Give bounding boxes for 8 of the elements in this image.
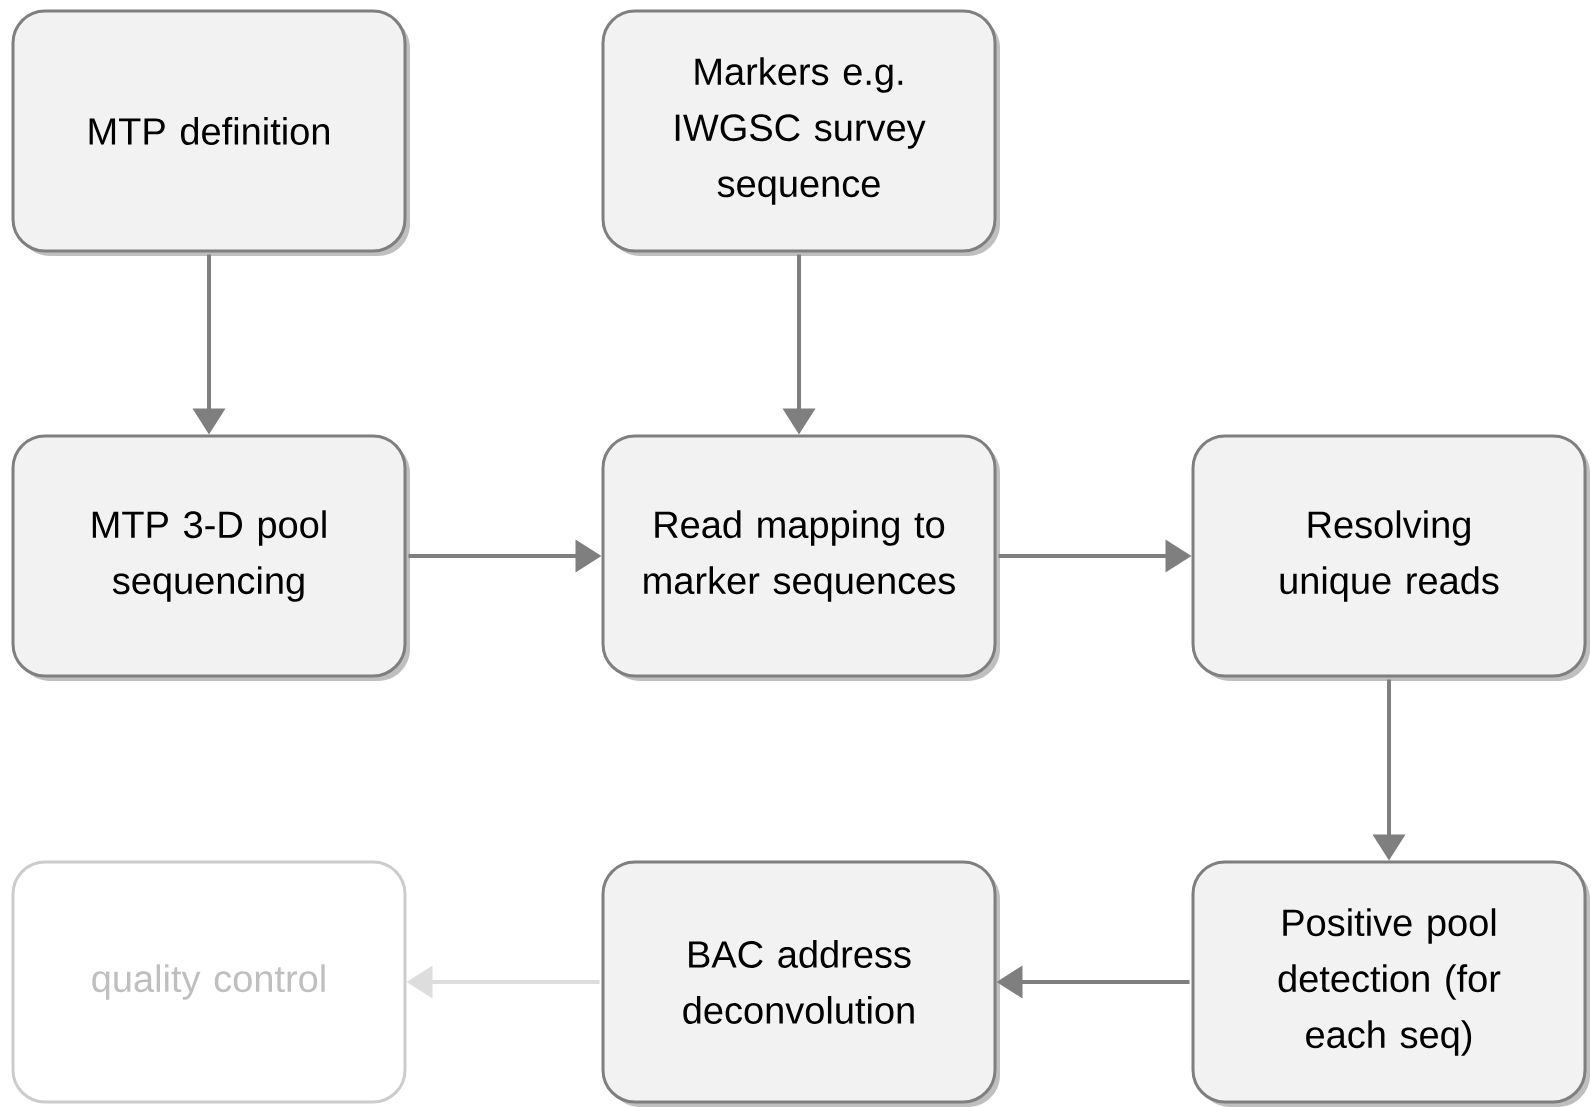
process-box: BAC address deconvolution	[601, 860, 1000, 1107]
process-box: Markers e.g. IWGSC survey sequence	[601, 9, 1000, 256]
process-box: MTP 3-D pool sequencing	[11, 434, 410, 681]
process-box: Resolving unique reads	[1191, 434, 1590, 681]
process-box: Read mapping to marker sequences	[601, 434, 1000, 681]
process-box: MTP definition	[11, 9, 410, 256]
process-box: quality control	[11, 860, 407, 1104]
process-box: Positive pool detection (for each seq)	[1191, 860, 1590, 1107]
